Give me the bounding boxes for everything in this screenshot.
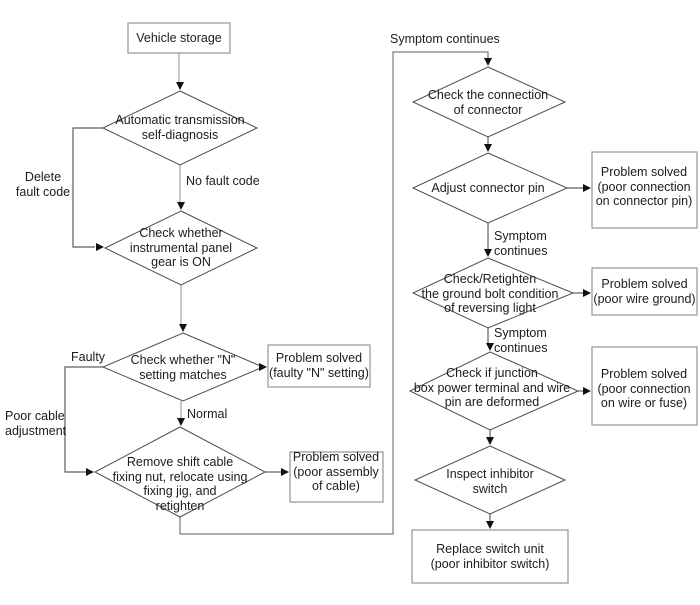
arrow-icon [484, 144, 492, 152]
arrow-icon [96, 243, 104, 251]
node-junction-box [408, 351, 580, 431]
flowchart-nodes [93, 22, 698, 584]
node-label-instrument-panel: Check whether instrumental panel gear is… [129, 226, 233, 269]
edge-label-no-fault-code: No fault code [186, 174, 260, 188]
arrow-icon [486, 521, 494, 529]
arrow-icon [176, 82, 184, 90]
arrow-icon [281, 468, 289, 476]
edge-faulty-loop [64, 366, 103, 473]
node-problem-faulty-n [267, 344, 371, 388]
node-label-remove-shift-cable: Remove shift cable fixing nut, relocate … [112, 455, 248, 513]
node-problem-cable-assembly [289, 451, 384, 503]
edge-label-faulty: Faulty [71, 350, 106, 364]
arrow-icon [484, 58, 492, 66]
arrow-icon [583, 289, 591, 297]
edge-label-symptom-continues-mid: Symptom continues [494, 229, 548, 258]
node-label-ground-bolt: Check/Retighten the ground bolt conditio… [421, 272, 559, 315]
node-problem-connector-pin [591, 151, 698, 229]
node-remove-shift-cable [93, 426, 267, 518]
node-label-problem-wire-fuse: Problem solved (poor connection on wire … [597, 367, 691, 410]
edge-label-delete-fault-code: Delete fault code [15, 170, 71, 199]
edge-label-normal: Normal [187, 407, 228, 421]
node-adjust-connector-pin [411, 152, 569, 224]
arrow-icon [486, 437, 494, 445]
edge-label-symptom-continues-low: Symptom continues [494, 326, 548, 355]
node-label-n-setting: Check whether "N" setting matches [130, 353, 236, 382]
flowchart-arrowheads [86, 58, 591, 529]
node-label-junction-box: Check if junction box power terminal and… [413, 366, 571, 409]
arrow-icon [86, 468, 94, 476]
arrow-icon [583, 184, 591, 192]
node-self-diagnosis [101, 90, 259, 166]
node-replace-switch-unit [411, 529, 569, 584]
edge-delete-fault-code-loop [72, 127, 103, 248]
node-instrument-panel [103, 210, 259, 286]
arrow-icon [177, 418, 185, 426]
arrow-icon [179, 324, 187, 332]
node-check-connector [411, 66, 567, 138]
arrow-icon [177, 202, 185, 210]
edge-label-symptom-continues-top: Symptom continues [390, 32, 500, 46]
arrow-icon [484, 249, 492, 257]
arrow-icon [583, 387, 591, 395]
node-problem-wire-fuse [591, 346, 698, 426]
arrow-icon [259, 363, 267, 371]
node-label-vehicle-storage: Vehicle storage [136, 31, 222, 45]
arrow-icon [486, 343, 494, 351]
node-label-check-connector: Check the connection of connector [427, 88, 549, 117]
node-label-problem-faulty-n: Problem solved (faulty "N" setting) [269, 351, 369, 380]
edge-symptom-continues-return [179, 51, 489, 535]
edge-label-poor-cable-adjustment: Poor cable adjustment [5, 409, 67, 438]
node-problem-wire-ground [591, 267, 698, 316]
node-n-setting [101, 332, 265, 402]
node-label-problem-cable-assembly: Problem solved (poor assembly of cable) [292, 450, 380, 493]
node-inspect-inhibitor [413, 445, 567, 515]
node-ground-bolt [411, 257, 575, 329]
node-label-replace-switch-unit: Replace switch unit (poor inhibitor swit… [430, 542, 550, 571]
node-label-problem-wire-ground: Problem solved (poor wire ground) [593, 277, 696, 306]
flowchart-edges [64, 51, 584, 535]
node-label-self-diagnosis: Automatic transmission self-diagnosis [115, 113, 245, 142]
node-vehicle-storage [127, 22, 231, 54]
node-label-inspect-inhibitor: Inspect inhibitor switch [446, 467, 534, 496]
node-label-problem-connector-pin: Problem solved (poor connection on conne… [595, 165, 693, 208]
node-label-adjust-connector-pin: Adjust connector pin [431, 181, 545, 195]
